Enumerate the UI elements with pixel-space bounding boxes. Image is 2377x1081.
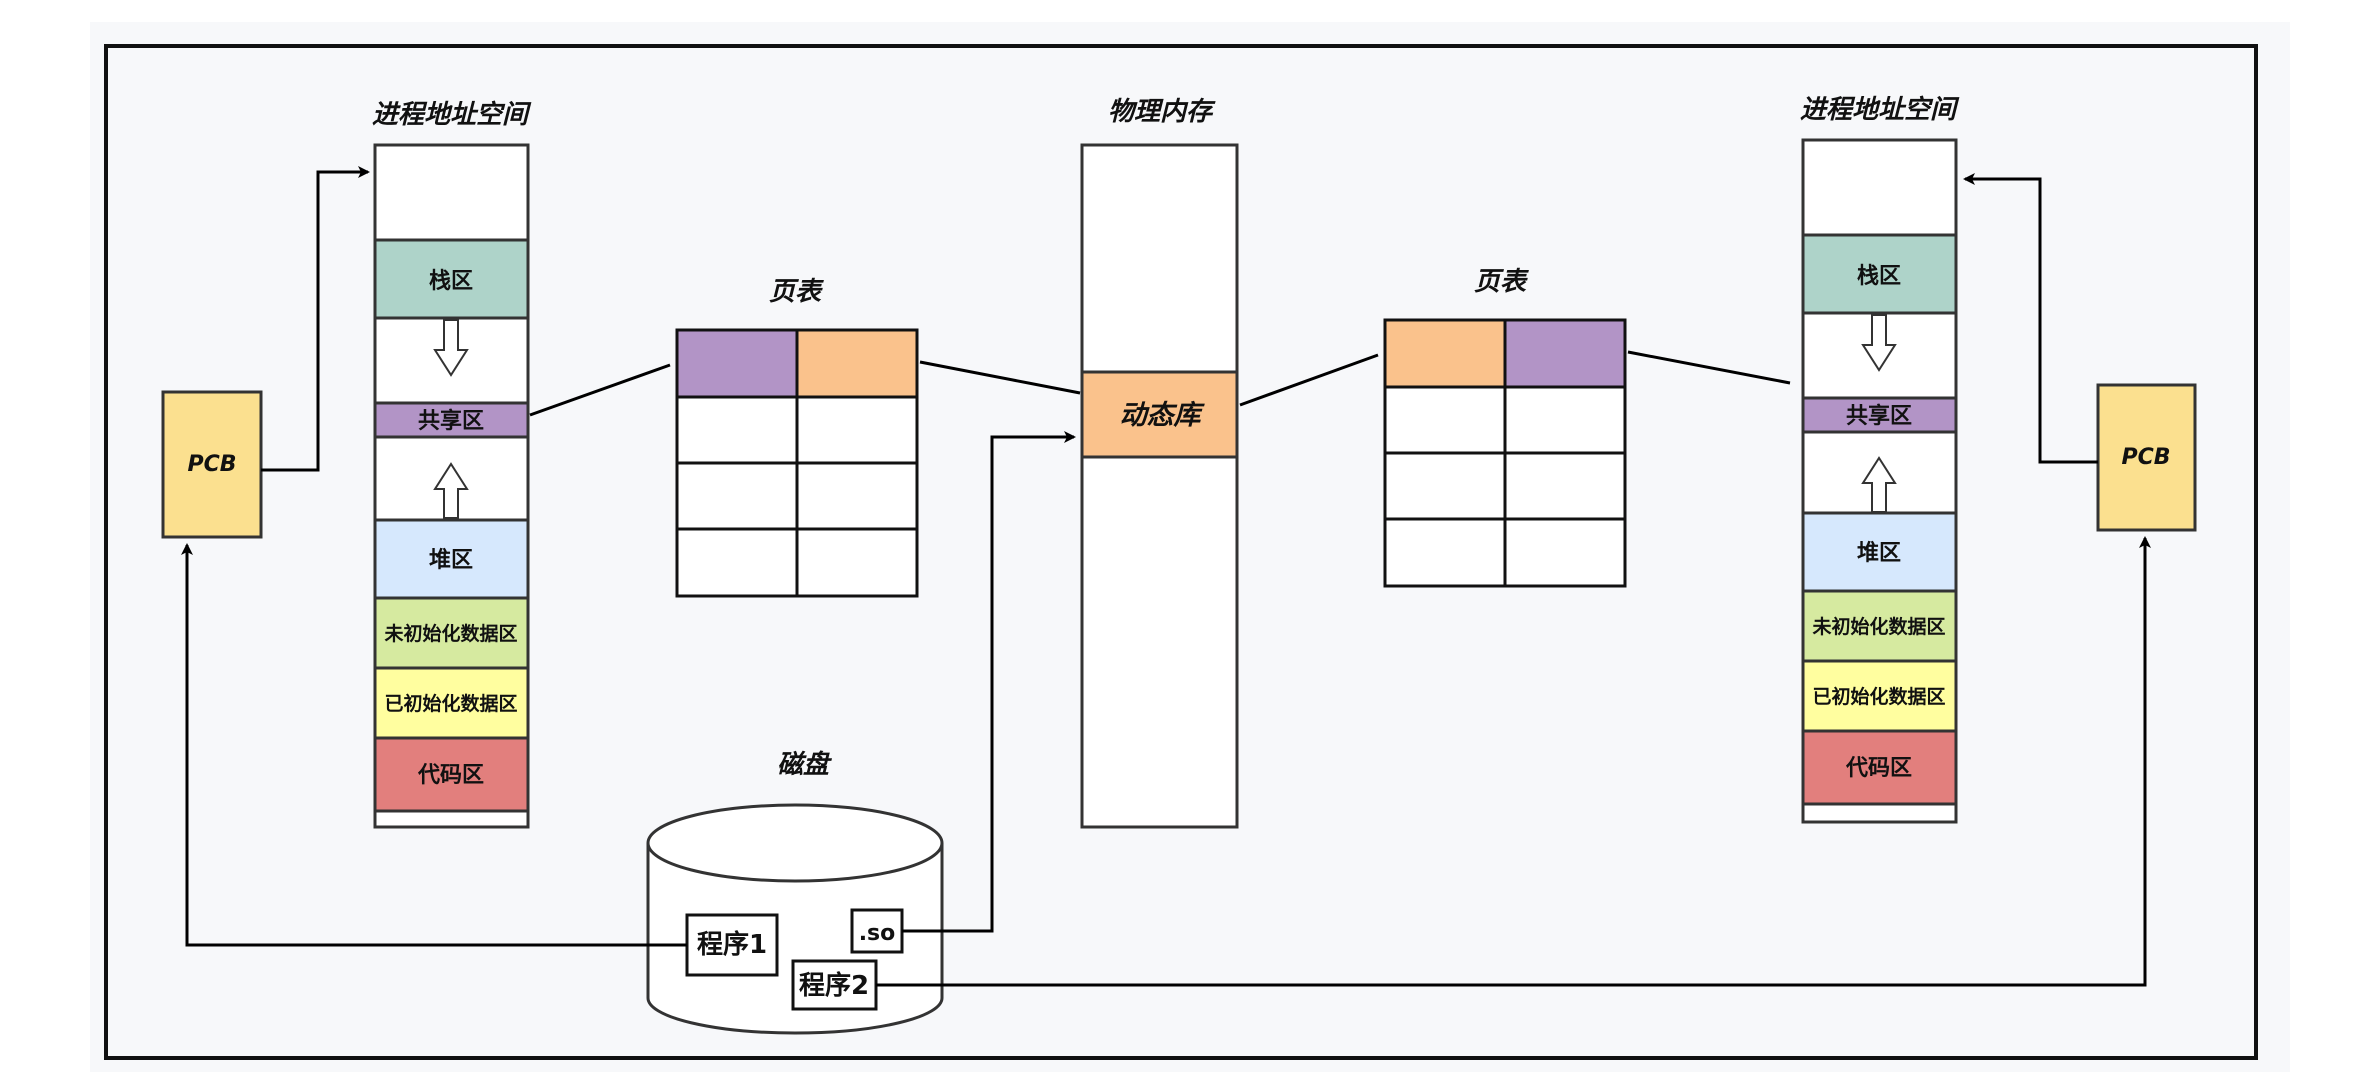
left-bss-label: 未初始化数据区 [383, 622, 517, 645]
so-label: .so [859, 921, 896, 946]
right-pagetable-to-shared-line [1627, 350, 1791, 385]
diagram-frame [104, 44, 2258, 1060]
right-address-space-title: 进程地址空间 [1800, 95, 1960, 125]
program1-label: 程序1 [697, 929, 767, 960]
left-code-segment [373, 736, 530, 813]
left-data-segment [373, 666, 530, 740]
memory-to-right-pagetable-line [1239, 353, 1379, 407]
left-shared-segment [373, 401, 530, 439]
program1-to-left-pcb-arrow [181, 543, 687, 947]
dynamic-library-label: 动态库 [1120, 400, 1206, 431]
left-shared-label: 共享区 [418, 408, 484, 434]
physical-memory-title: 物理内存 [1108, 97, 1216, 127]
right-pcb-to-space-arrow [1963, 173, 2098, 464]
right-pcb-box [2096, 383, 2197, 532]
left-shared-to-pagetable-line [529, 363, 671, 417]
right-stack-grow-down-arrow-icon [1861, 314, 1897, 372]
right-data-label: 已初始化数据区 [1812, 685, 1945, 708]
program1-box [685, 913, 779, 977]
program2-label: 程序2 [799, 970, 869, 1001]
left-page-table [675, 328, 919, 598]
right-page-table-title: 页表 [1474, 267, 1529, 297]
left-pcb-box [161, 390, 263, 539]
left-heap-label: 堆区 [429, 548, 473, 573]
right-pcb-label: PCB [2121, 445, 2170, 470]
left-heap-grow-up-arrow-icon [433, 462, 469, 519]
left-stack-grow-down-arrow-icon [433, 319, 469, 377]
left-pagetable-to-memory-line [919, 360, 1081, 395]
disk-title: 磁盘 [777, 750, 833, 780]
program2-to-right-pcb-arrow [876, 536, 2151, 987]
so-box [850, 908, 904, 954]
left-address-space-title: 进程地址空间 [372, 100, 532, 130]
left-address-space: 栈区 共享区 堆区 未初始化数据区 已初始化数据区 代码区 [373, 143, 530, 829]
right-heap-label: 堆区 [1857, 541, 1901, 566]
left-pcb-label: PCB [187, 452, 236, 477]
program2-box [791, 959, 878, 1011]
right-bss-segment [1801, 589, 1958, 663]
right-shared-label: 共享区 [1846, 403, 1912, 429]
left-data-label: 已初始化数据区 [384, 692, 517, 715]
so-to-dynamic-library-arrow [902, 431, 1076, 933]
right-data-segment [1801, 659, 1958, 733]
right-heap-grow-up-arrow-icon [1861, 456, 1897, 513]
right-address-space: 栈区 共享区 堆区 未初始化数据区 已初始化数据区 代码区 [1801, 138, 1958, 824]
right-bss-label: 未初始化数据区 [1811, 615, 1945, 638]
right-code-segment [1801, 729, 1958, 806]
left-page-table-title: 页表 [769, 277, 824, 307]
right-stack-segment [1801, 233, 1958, 315]
physical-memory [1080, 143, 1239, 829]
right-stack-label: 栈区 [1857, 264, 1901, 289]
left-stack-segment [373, 238, 530, 320]
left-pcb-to-space-arrow [261, 166, 370, 472]
dynamic-library-block [1080, 370, 1239, 459]
left-code-label: 代码区 [417, 763, 484, 788]
left-stack-label: 栈区 [429, 269, 473, 294]
right-shared-segment [1801, 396, 1958, 434]
right-code-label: 代码区 [1845, 756, 1912, 781]
left-bss-segment [373, 596, 530, 670]
left-heap-segment [373, 518, 530, 600]
right-page-table [1383, 318, 1627, 588]
right-heap-segment [1801, 511, 1958, 593]
